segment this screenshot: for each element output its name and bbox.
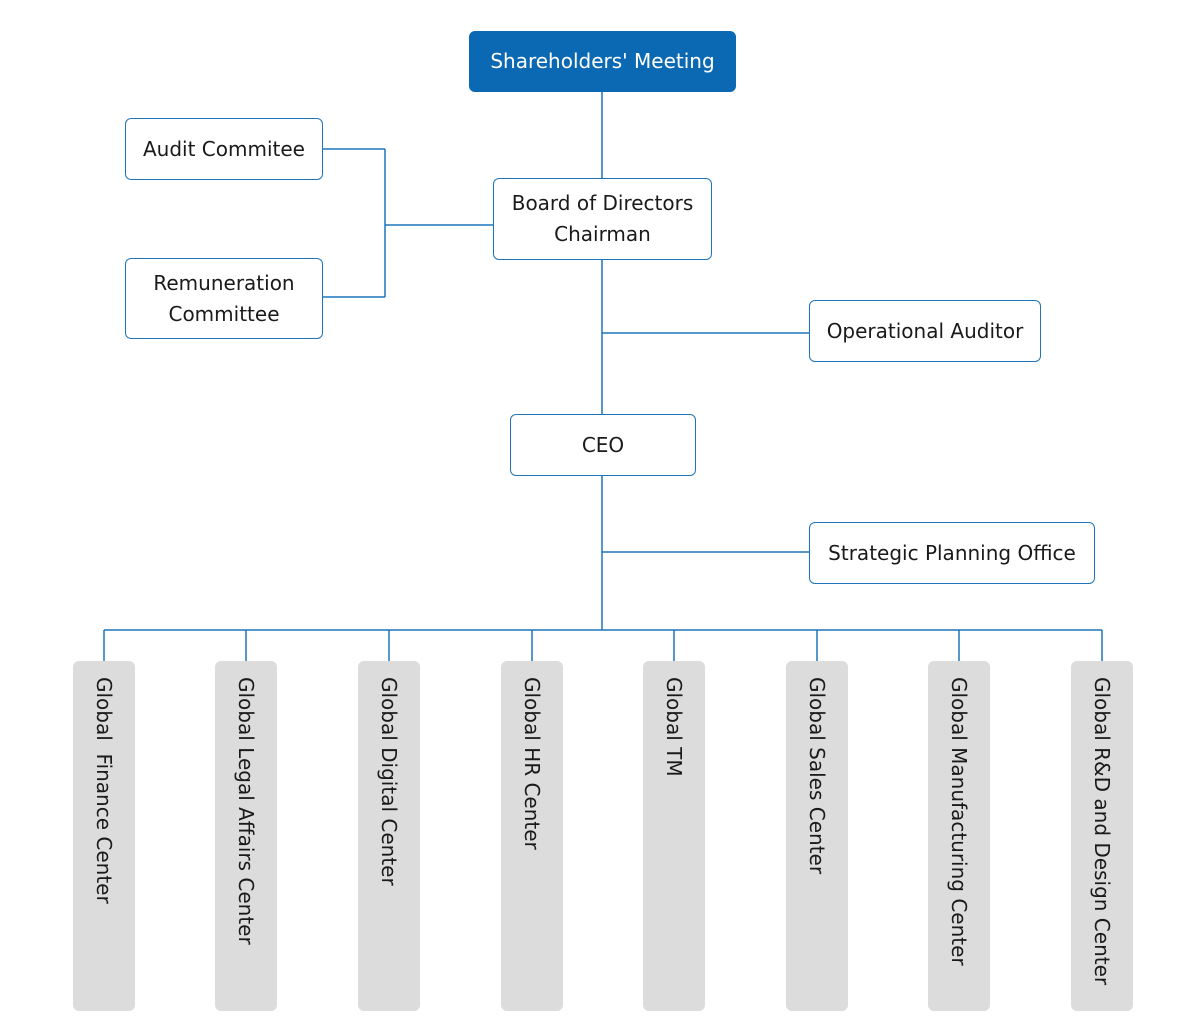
- department-finance: Global Finance Center: [73, 661, 135, 1011]
- department-label: Global Legal Affairs Center: [234, 677, 258, 945]
- department-tm: Global TM: [643, 661, 705, 1011]
- department-label: Global Finance Center: [92, 677, 116, 904]
- department-rd-design: Global R&D and Design Center: [1071, 661, 1133, 1011]
- department-legal-affairs: Global Legal Affairs Center: [215, 661, 277, 1011]
- strategic-planning-office-label: Strategic Planning Office: [828, 540, 1076, 565]
- operational-auditor-box: Operational Auditor: [809, 300, 1041, 362]
- department-label: Global HR Center: [520, 677, 544, 850]
- shareholders-meeting-box: Shareholders' Meeting: [469, 31, 736, 92]
- audit-committee-box: Audit Commitee: [125, 118, 323, 180]
- ceo-box: CEO: [510, 414, 696, 476]
- board-of-directors-label: Board of Directors Chairman: [511, 191, 694, 246]
- ceo-label: CEO: [581, 432, 625, 457]
- department-label: Global R&D and Design Center: [1090, 677, 1114, 986]
- department-manufacturing: Global Manufacturing Center: [928, 661, 990, 1011]
- remuneration-committee-box: Remuneration Committee: [125, 258, 323, 339]
- audit-committee-label: Audit Commitee: [143, 136, 305, 161]
- department-label: Global Sales Center: [805, 677, 829, 875]
- department-label: Global TM: [662, 677, 686, 777]
- department-sales: Global Sales Center: [786, 661, 848, 1011]
- department-digital: Global Digital Center: [358, 661, 420, 1011]
- department-label: Global Digital Center: [377, 677, 401, 886]
- strategic-planning-office-box: Strategic Planning Office: [809, 522, 1095, 584]
- board-of-directors-box: Board of Directors Chairman: [493, 178, 712, 260]
- department-hr: Global HR Center: [501, 661, 563, 1011]
- department-label: Global Manufacturing Center: [947, 677, 971, 966]
- remuneration-committee-label: Remuneration Committee: [153, 270, 295, 326]
- shareholders-meeting-label: Shareholders' Meeting: [490, 49, 715, 73]
- operational-auditor-label: Operational Auditor: [826, 318, 1024, 343]
